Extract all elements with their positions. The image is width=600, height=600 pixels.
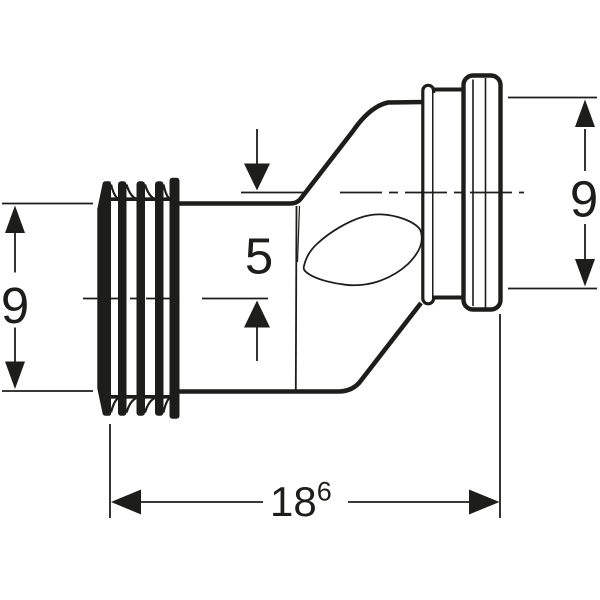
- dim-overall-length-superscript: 6: [317, 477, 332, 507]
- dim-axis-offset: 5: [244, 129, 273, 361]
- mold-seam-line: [294, 205, 298, 391]
- dim-left-diameter-lines: [2, 202, 93, 392]
- arrow-right-icon: [469, 489, 500, 515]
- dim-left-diameter-label: 9: [1, 277, 29, 334]
- dim-overall-length-value: 18: [270, 478, 317, 525]
- dim-left-diameter: 9: [1, 202, 93, 392]
- centerlines: [83, 191, 524, 300]
- body-bottom-outline: [178, 301, 423, 394]
- spigot-rib-curls-bottom: [109, 397, 171, 413]
- spigot-rib-curls-top: [109, 184, 171, 200]
- socket-ring: [421, 83, 436, 306]
- socket-neck-fill: [433, 93, 464, 296]
- arrow-up-icon: [575, 99, 595, 127]
- dim-axis-offset-label: 5: [245, 228, 273, 285]
- dim-overall-length-label: 186: [270, 477, 332, 526]
- arrow-down-icon: [244, 163, 270, 191]
- dim-overall-length-lines: [109, 314, 501, 518]
- dim-socket-diameter-label: 9: [570, 171, 598, 228]
- part-body-outline: [178, 99, 426, 394]
- spigot-rib: [136, 181, 145, 416]
- arrow-up-icon: [5, 205, 25, 233]
- dim-socket-diameter-lines: [508, 96, 597, 290]
- through-opening-outline: [302, 213, 423, 287]
- dim-overall-length: 186: [109, 314, 501, 526]
- body-top-outline: [178, 99, 426, 206]
- arrow-left-icon: [111, 489, 141, 515]
- arrow-down-icon: [5, 361, 25, 389]
- mold-seam-line-2: [296, 205, 301, 263]
- dim-socket-diameter: 9: [508, 96, 598, 290]
- arrow-up-icon: [244, 300, 270, 328]
- arrow-down-icon: [575, 259, 595, 287]
